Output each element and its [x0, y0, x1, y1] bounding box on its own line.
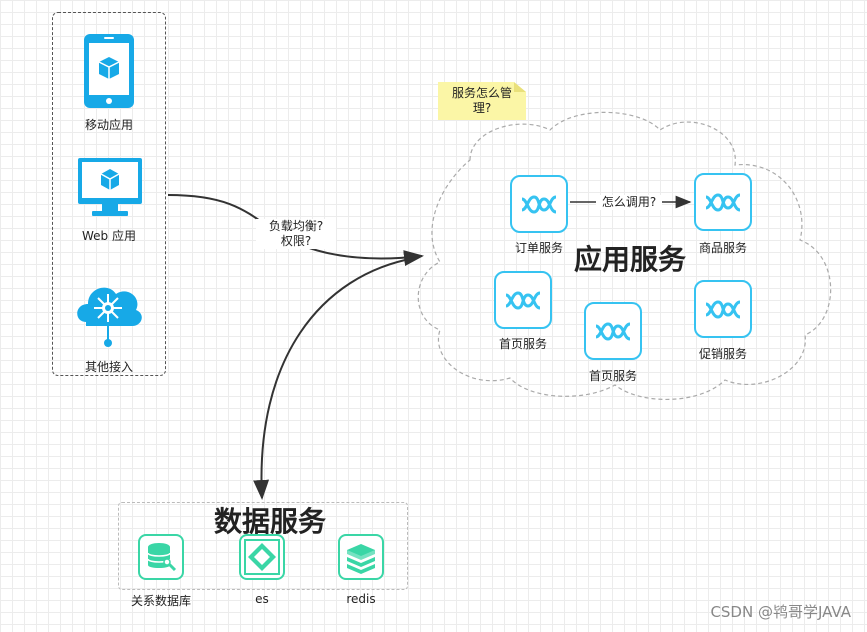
- redis-icon: [347, 544, 375, 574]
- client-group: [52, 12, 166, 376]
- elasticsearch-icon: [244, 539, 280, 575]
- data-service-title: 数据服务: [214, 505, 327, 538]
- service-wave-icon: [705, 193, 741, 212]
- es-label: es: [255, 592, 269, 606]
- relational-db-node[interactable]: [138, 534, 184, 580]
- mobile-app-label: 移动应用: [84, 118, 133, 132]
- home-service-node-2[interactable]: [584, 302, 642, 360]
- home-service-node-1[interactable]: [494, 271, 552, 329]
- app-service-title: 应用服务: [574, 243, 687, 276]
- other-access-label: 其他接入: [84, 360, 133, 374]
- promotion-service-label: 促销服务: [698, 347, 747, 361]
- watermark: CSDN @鸨哥学JAVA: [710, 603, 851, 621]
- product-service-node[interactable]: [694, 173, 752, 231]
- service-wave-icon: [705, 300, 741, 319]
- home-service-label-2: 首页服务: [588, 369, 637, 383]
- note-fold: [514, 82, 526, 92]
- service-wave-icon: [595, 322, 631, 341]
- app-cloud-outline: [417, 111, 832, 400]
- web-app-label: Web 应用: [82, 229, 136, 243]
- redis-node[interactable]: [338, 534, 384, 580]
- app-to-data-arrow: [253, 257, 416, 500]
- service-wave-icon: [505, 291, 541, 310]
- data-service-group: [118, 502, 408, 590]
- database-icon: [147, 543, 177, 572]
- service-wave-icon: [521, 195, 557, 214]
- gateway-label-line2: 权限?: [280, 234, 312, 248]
- gateway-label: 负载均衡? 权限?: [256, 219, 336, 249]
- home-service-label-1: 首页服务: [498, 337, 547, 351]
- mobile-app-icon: [84, 34, 134, 108]
- es-node[interactable]: [239, 534, 285, 580]
- gateway-label-line1: 负载均衡?: [268, 219, 324, 233]
- service-management-note: 服务怎么管 理?: [438, 82, 526, 120]
- promotion-service-node[interactable]: [694, 280, 752, 338]
- call-label: 怎么调用?: [596, 195, 662, 210]
- note-line2: 理?: [472, 101, 492, 115]
- other-access-icon: [77, 287, 142, 347]
- relational-db-label: 关系数据库: [130, 594, 191, 608]
- redis-label: redis: [346, 592, 376, 606]
- order-service-label: 订单服务: [514, 241, 563, 255]
- note-line1: 服务怎么管: [451, 86, 512, 100]
- order-service-node[interactable]: [510, 175, 568, 233]
- product-service-label: 商品服务: [698, 241, 747, 255]
- web-app-icon: [78, 158, 142, 216]
